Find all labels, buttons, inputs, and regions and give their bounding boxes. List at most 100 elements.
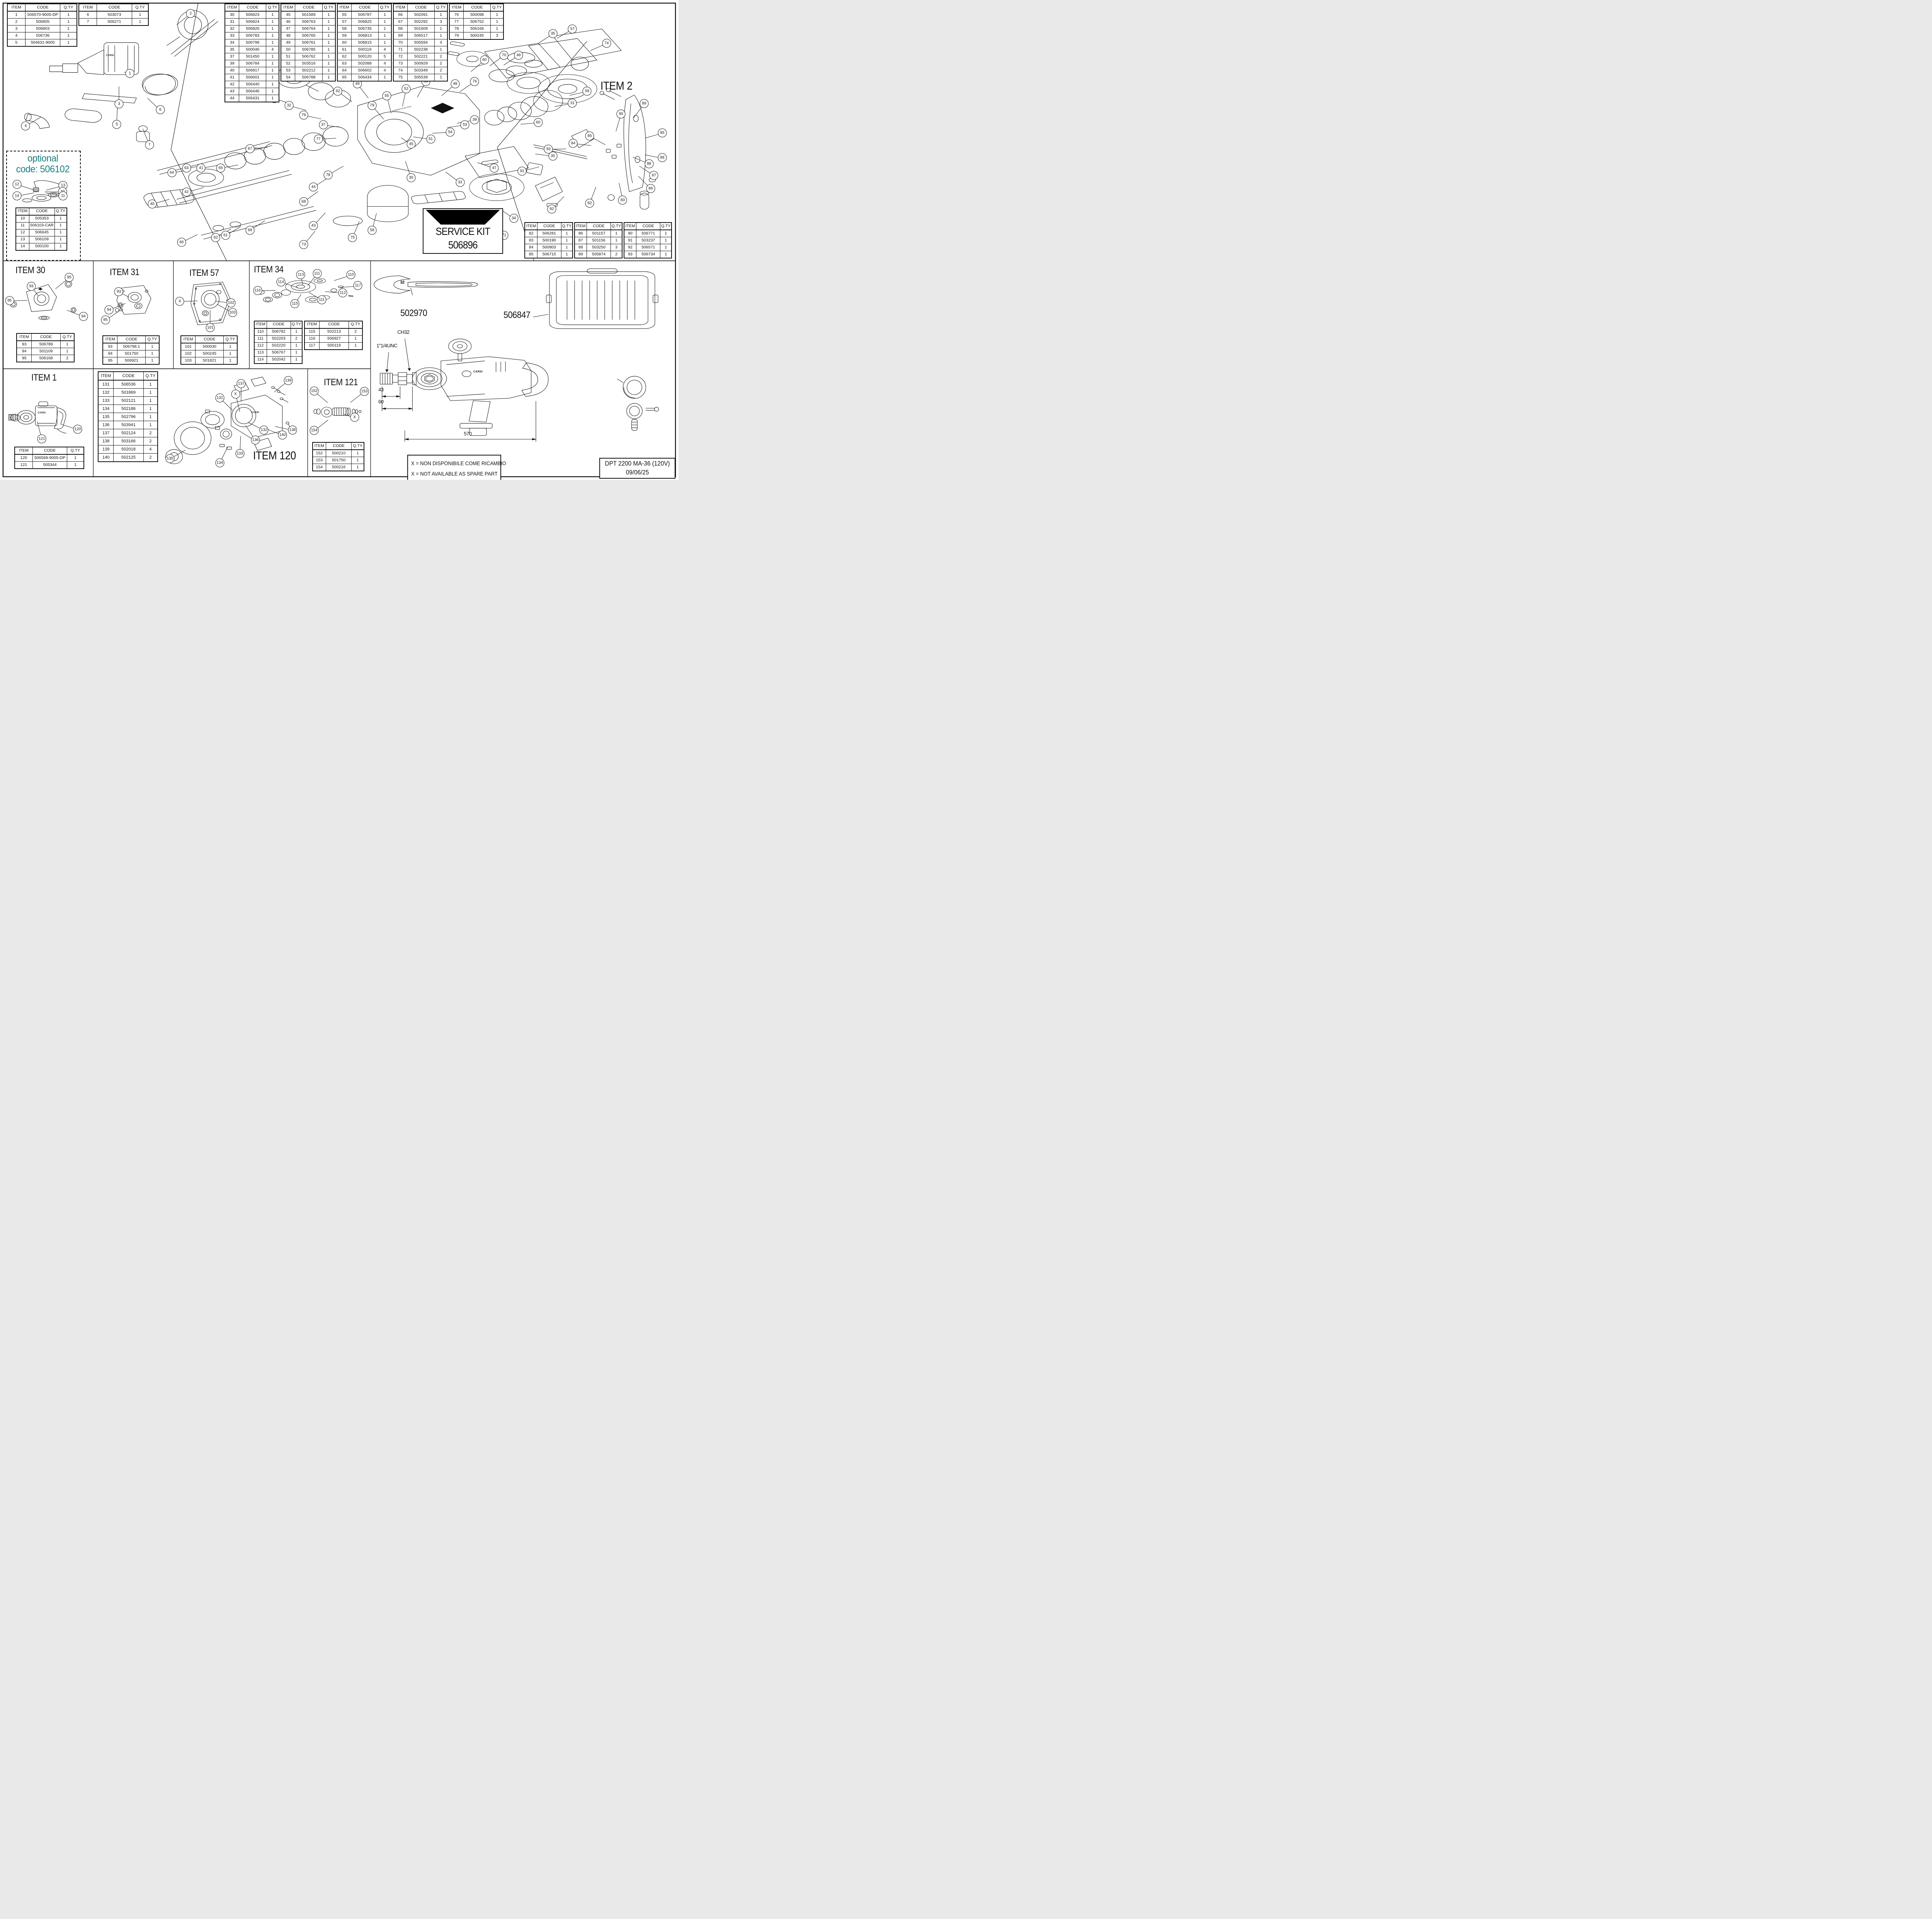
balloon-callout: 85 xyxy=(585,131,594,141)
balloon-callout: 83 xyxy=(618,195,627,205)
table-cell: 506446 xyxy=(239,88,267,95)
balloon-callout: 90 xyxy=(616,109,626,119)
table-cell: 49 xyxy=(281,39,296,47)
table-cell: 505874 xyxy=(587,251,611,258)
table-cell: 506571 xyxy=(636,244,661,252)
balloon-callout: 88 xyxy=(658,153,667,162)
legend-line-italian: X = NON DISPONIBILE COME RICAMBIO xyxy=(411,460,506,467)
table-cell: 1 xyxy=(223,343,238,351)
balloon-callout: 60 xyxy=(480,55,489,65)
table-cell: 1 xyxy=(67,454,84,462)
table-cell: 1 xyxy=(266,95,279,102)
table-header: ITEM xyxy=(224,3,240,12)
table-cell: 506109 xyxy=(29,236,55,243)
balloon-callout: 42 xyxy=(182,187,191,197)
balloon-callout: 140 xyxy=(278,430,287,440)
table-cell: 1 xyxy=(145,357,160,365)
table-cell: 506826 xyxy=(239,25,267,33)
balloon-callout: 48 xyxy=(451,79,460,88)
table-cell: 506762 xyxy=(295,53,323,61)
table-cell: 66 xyxy=(393,11,408,19)
table-cell: 62 xyxy=(337,53,352,61)
table-cell: 1 xyxy=(322,11,336,19)
table-cell: 82 xyxy=(524,229,537,238)
table-cell: 506569-9005-DP xyxy=(32,454,68,462)
table-cell: 1 xyxy=(378,11,392,19)
balloon-callout: 62 xyxy=(211,233,220,242)
table-cell: 83 xyxy=(524,237,537,245)
table-cell: 59 xyxy=(337,32,352,40)
table-cell: 7 xyxy=(78,18,97,26)
service-kit-box: SERVICE KIT 506896 xyxy=(422,208,503,254)
table-cell: 506825 xyxy=(351,18,379,26)
table-cell: 1 xyxy=(60,25,77,33)
table-cell: 506789 xyxy=(31,340,61,348)
table-cell: 502212 xyxy=(295,67,323,75)
balloon-callout: 101 xyxy=(206,323,215,332)
balloon-callout: 57 xyxy=(568,24,577,33)
table-cell: 2 xyxy=(143,453,158,462)
title-block: DPT 2200 MA-36 (120V) 09/06/25 xyxy=(599,457,675,479)
balloon-callout: 11 xyxy=(58,191,68,201)
table-cell: 506783 xyxy=(239,32,267,40)
table-header: ITEM xyxy=(254,321,267,329)
table-cell: 5 xyxy=(7,39,26,47)
balloon-callout: 78 xyxy=(323,170,333,180)
legend-line-english: X = NOT AVAILABLE AS SPARE PART xyxy=(411,471,498,477)
table-cell: 117 xyxy=(304,342,320,350)
table-cell: 2 xyxy=(610,251,622,258)
table-cell: 57 xyxy=(337,18,352,26)
table-header: CODE xyxy=(407,3,435,12)
table-header: CODE xyxy=(97,3,132,12)
table-cell: 13 xyxy=(15,236,30,243)
table-cell: 4 xyxy=(434,39,448,47)
table-cell: 1 xyxy=(490,11,504,19)
table-cell: 1 xyxy=(348,335,363,343)
table-cell: 11 xyxy=(15,222,30,229)
table-cell: 500046 xyxy=(239,46,267,54)
table-cell: 502203 xyxy=(266,335,291,343)
table-cell: 506536 xyxy=(113,380,144,389)
table-cell: 1 xyxy=(60,11,77,19)
table-cell: 1 xyxy=(322,74,336,82)
table-cell: 4 xyxy=(378,60,392,68)
table-header: CODE xyxy=(29,207,55,216)
balloon-callout: 152 xyxy=(310,386,319,396)
table-cell: 64 xyxy=(337,67,352,75)
table-cell: 506813 xyxy=(351,32,379,40)
balloon-callout: 41 xyxy=(196,163,206,173)
table-cell: 1 xyxy=(660,237,672,245)
balloon-callout: 62 xyxy=(333,87,342,96)
scene-carrying-case xyxy=(539,268,665,333)
spare-part-legend: X = NON DISPONIBILE COME RICAMBIO X = NO… xyxy=(407,455,506,480)
table-cell: 502125 xyxy=(113,453,144,462)
table-cell: 101 xyxy=(180,343,196,351)
balloon-callout: 76 xyxy=(470,77,479,86)
balloon-callout: 117 xyxy=(353,281,362,290)
table-cell: 2 xyxy=(434,67,448,75)
table-cell: 506763 xyxy=(295,18,323,26)
table-cell: 44 xyxy=(224,95,240,102)
